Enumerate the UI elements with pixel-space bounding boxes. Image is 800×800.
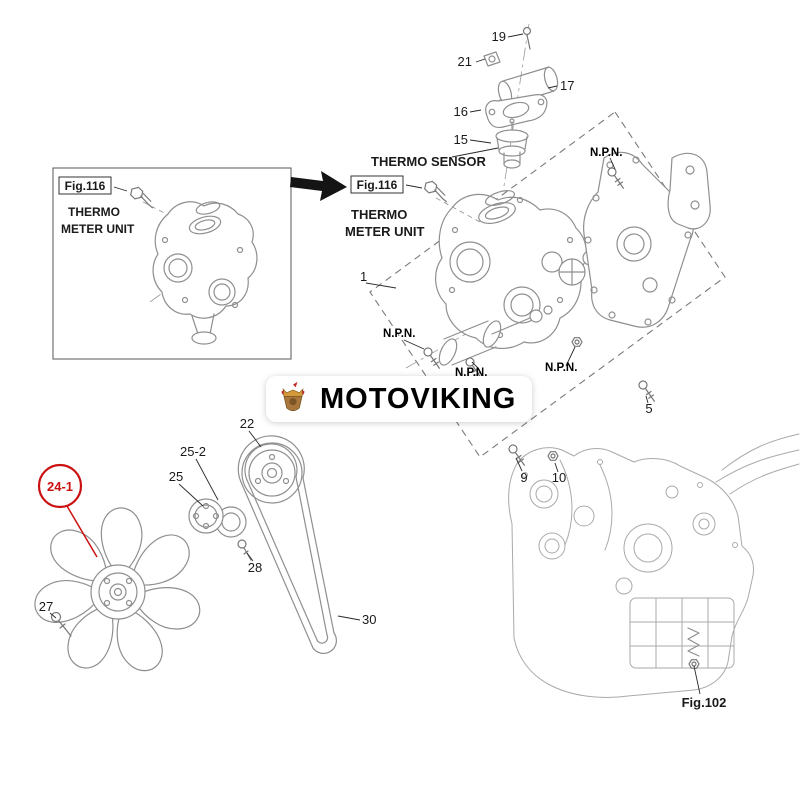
part-label-27: 27 bbox=[39, 599, 53, 614]
nut-10-drawing bbox=[547, 451, 559, 461]
inset-thermo-meter-unit: Fig.116 THERMO METER UNIT bbox=[52, 167, 292, 360]
thermo-sensor-label: THERMO SENSOR bbox=[371, 154, 486, 169]
bolt-9-drawing bbox=[506, 443, 529, 466]
pipe-lines-drawing bbox=[715, 433, 800, 495]
thermo-sensor-inset-drawing bbox=[128, 185, 157, 209]
part-label-25-2: 25-2 bbox=[180, 444, 206, 459]
part-label-22: 22 bbox=[240, 416, 254, 431]
part-label-21: 21 bbox=[458, 54, 472, 69]
part-label-17: 17 bbox=[560, 78, 574, 93]
fig116-label-main: Fig.116 bbox=[357, 178, 398, 192]
npn-label-left: N.P.N. bbox=[383, 328, 415, 340]
leader-lines bbox=[49, 33, 701, 695]
part-label-30: 30 bbox=[362, 612, 376, 627]
fig116-label-inset: Fig.116 bbox=[65, 179, 106, 193]
part-label-16: 16 bbox=[454, 104, 468, 119]
bolt-28-drawing bbox=[237, 539, 252, 561]
part-label-1: 1 bbox=[360, 269, 367, 284]
highlighted-part-24-1: 24-1 bbox=[37, 463, 98, 558]
watermark-text: MOTOVIKING bbox=[320, 382, 517, 415]
motoviking-logo-icon bbox=[281, 381, 305, 412]
fig116-box-main bbox=[350, 175, 404, 194]
inset-border bbox=[52, 167, 292, 360]
highlight-circle bbox=[37, 463, 83, 509]
part-label-10: 10 bbox=[552, 470, 566, 485]
thermo-meter-line2-inset: METER UNIT bbox=[61, 222, 135, 236]
npn-label-right: N.P.N. bbox=[545, 362, 577, 374]
plug-spring-drawing bbox=[687, 627, 700, 669]
part-label-5: 5 bbox=[645, 401, 652, 416]
fan-belt-drawing bbox=[237, 435, 337, 654]
water-pump-assembly-drawing bbox=[405, 151, 711, 466]
cooling-fan-drawing bbox=[34, 507, 201, 672]
npn-label-top: N.P.N. bbox=[590, 147, 622, 159]
fan-pulley-drawing bbox=[241, 442, 303, 504]
fig102-label: Fig.102 bbox=[682, 695, 727, 710]
reference-arrow-icon bbox=[290, 171, 347, 201]
pulley-spacer-drawing bbox=[188, 498, 247, 538]
thermostat-housing-drawing bbox=[483, 23, 559, 187]
part-label-19: 19 bbox=[492, 29, 506, 44]
part-label-9: 9 bbox=[520, 470, 527, 485]
part-label-25: 25 bbox=[169, 469, 183, 484]
thermo-meter-line1-inset: THERMO bbox=[68, 205, 120, 219]
thermo-meter-line1-main: THERMO bbox=[351, 207, 407, 222]
part-label-24-1: 24-1 bbox=[47, 479, 73, 494]
fig116-box-inset bbox=[58, 176, 112, 195]
watermark-banner: MOTOVIKING bbox=[266, 376, 533, 422]
thermo-meter-line2-main: METER UNIT bbox=[345, 224, 425, 239]
part-label-15: 15 bbox=[454, 132, 468, 147]
bolt-27-drawing bbox=[50, 611, 72, 637]
engine-block-drawing bbox=[508, 447, 755, 698]
part-label-28: 28 bbox=[248, 560, 262, 575]
nut-npn-right-drawing bbox=[571, 337, 583, 347]
